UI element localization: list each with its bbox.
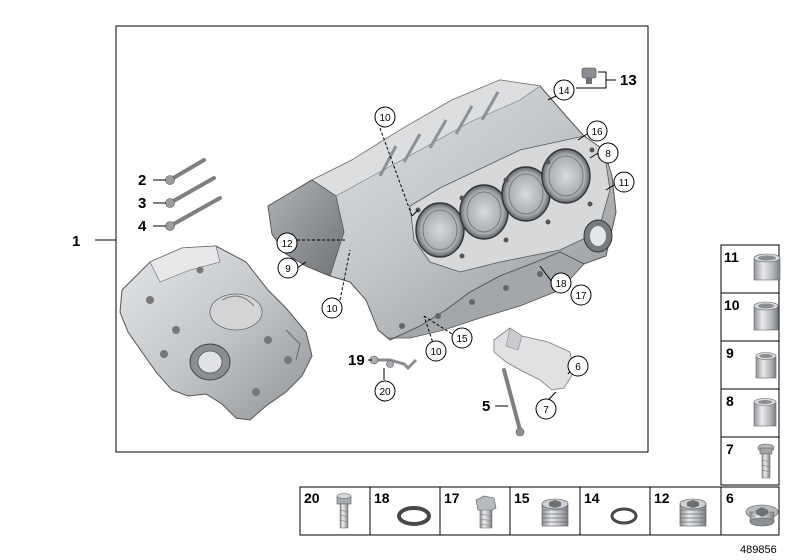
circle-callout-10-top: 10 [374,106,396,128]
svg-text:10: 10 [326,304,338,315]
leader-lines [95,71,616,407]
bolt-4[interactable] [165,196,222,231]
svg-text:15: 15 [514,490,530,506]
engine-block[interactable] [267,79,617,341]
bolt-3[interactable] [165,176,216,208]
part-cell-15[interactable]: 15 [509,486,581,536]
main-callouts: 1 2 3 4 5 13 19 [72,72,637,415]
threaded-plug-small-icon [679,498,707,527]
callout-3: 3 [138,195,146,212]
svg-text:12: 12 [281,239,293,250]
svg-text:7: 7 [543,405,549,416]
svg-text:14: 14 [584,490,600,506]
threaded-plug-icon [541,498,569,527]
circle-callout-14: 14 [553,79,575,101]
svg-text:18: 18 [555,279,567,290]
flange-plug-icon [745,504,779,527]
svg-text:9: 9 [726,345,734,361]
svg-text:17: 17 [575,291,587,302]
svg-text:11: 11 [619,178,630,189]
circle-callout-9: 9 [277,257,299,279]
circle-callouts: 14 10 16 8 11 12 9 10 [276,79,635,420]
bolt-5[interactable] [502,368,525,437]
part-cell-6[interactable]: 6 [720,486,780,536]
svg-text:8: 8 [605,149,611,160]
circle-callout-8: 8 [597,142,619,164]
svg-text:20: 20 [304,490,320,506]
allen-bolt-icon [336,493,352,529]
part-cell-11[interactable]: 11 [720,244,781,294]
circle-callout-10-bottom: 10 [425,340,447,362]
part-cell-7[interactable]: 7 [720,436,780,486]
svg-text:6: 6 [726,490,734,506]
document-number: 489856 [740,544,777,556]
part-cell-12[interactable]: 12 [649,486,722,536]
sensor-part-13[interactable] [581,67,597,84]
dowel-sleeve-icon [753,398,777,427]
circle-callout-17: 17 [570,284,592,306]
callout-2: 2 [138,172,146,189]
callout-5: 5 [482,398,490,415]
part-cell-18[interactable]: 18 [369,486,441,536]
svg-text:17: 17 [444,490,460,506]
oil-pipe-19[interactable] [369,355,418,371]
svg-text:16: 16 [591,127,603,138]
hex-plug-icon [475,495,497,529]
circle-callout-7: 7 [535,398,557,420]
svg-text:18: 18 [374,490,390,506]
circle-callout-15: 15 [451,327,473,349]
svg-text:8: 8 [726,393,734,409]
part-cell-20[interactable]: 20 [299,486,371,536]
svg-text:20: 20 [379,387,391,398]
part-cell-17[interactable]: 17 [439,486,511,536]
bolt-2[interactable] [165,158,206,185]
medium-sleeve-icon [753,301,779,331]
circle-callout-11: 11 [613,171,635,193]
o-ring-icon [397,506,431,526]
circle-callout-10-left: 10 [321,297,343,319]
main-assembly-frame [115,25,649,453]
circle-callout-12: 12 [276,232,298,254]
callout-13: 13 [620,72,637,89]
svg-text:12: 12 [654,490,670,506]
callout-19: 19 [348,352,365,369]
oil-bracket[interactable] [493,327,575,391]
circle-callout-18: 18 [550,272,572,294]
svg-text:7: 7 [726,441,734,457]
right-parts-column: 11 10 9 [720,244,781,486]
large-sleeve-icon [753,253,781,281]
part-cell-9[interactable]: 9 [720,340,780,390]
svg-text:10: 10 [724,297,740,313]
small-sleeve-icon [755,352,777,379]
part-cell-14[interactable]: 14 [579,486,651,536]
svg-text:10: 10 [379,113,391,124]
bottom-parts-row: 20 18 17 [299,486,780,536]
circle-callout-16: 16 [586,120,608,142]
seal-ring-icon [610,507,638,525]
part-cell-10[interactable]: 10 [720,292,780,342]
svg-text:6: 6 [575,362,581,373]
timing-cover[interactable] [119,245,313,421]
svg-text:11: 11 [724,249,739,265]
circle-callout-20: 20 [374,380,396,402]
torx-bolt-icon [757,443,775,479]
svg-text:15: 15 [456,334,468,345]
svg-text:9: 9 [285,264,291,275]
svg-text:14: 14 [558,86,570,97]
callout-4: 4 [138,218,147,235]
circle-callout-6: 6 [567,355,589,377]
svg-text:10: 10 [430,347,442,358]
callout-1: 1 [72,233,80,250]
part-cell-8[interactable]: 8 [720,388,780,438]
